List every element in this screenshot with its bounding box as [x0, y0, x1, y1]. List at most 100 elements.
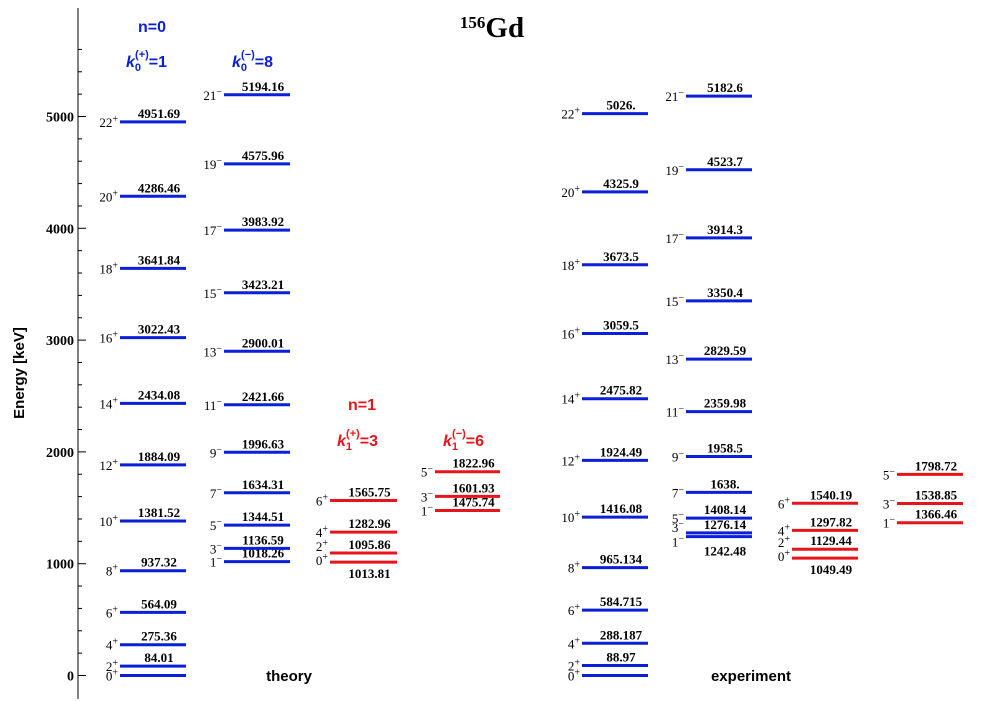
spin-label: 16+ [561, 325, 580, 341]
spin-label: 11− [666, 404, 685, 420]
level-value-label: 1822.96 [452, 456, 495, 471]
level-value-label: 5182.6 [707, 80, 743, 95]
level-value-label: 1798.72 [915, 458, 957, 473]
spin-label: 21− [203, 87, 222, 103]
band-label-eq: =8 [255, 54, 273, 71]
level-value-label: 1344.51 [242, 509, 284, 524]
spin-label: 3− [883, 495, 896, 511]
level-value-label: 1136.59 [242, 532, 284, 547]
spin-label: 3− [421, 488, 434, 504]
y-tick-label: 5000 [46, 111, 74, 126]
level-value-label: 965.134 [600, 552, 643, 567]
level-value-label: 1601.93 [452, 480, 495, 495]
spin-label: 20+ [99, 188, 118, 204]
level-value-label: 4286.46 [138, 180, 181, 195]
level-value-label: 4951.69 [138, 106, 181, 121]
spin-label: 15− [203, 285, 222, 301]
band-label-k: k [232, 54, 242, 71]
spin-label: 21− [665, 88, 684, 104]
level-value-label: 1884.09 [138, 449, 181, 464]
spin-label: 4+ [778, 522, 791, 538]
spin-label: 1− [421, 503, 434, 519]
spin-label: 5− [883, 466, 896, 482]
spin-label: 0+ [568, 668, 581, 684]
level-value-label: 3673.5 [603, 249, 639, 264]
band-label-sub: 1 [452, 441, 458, 453]
spin-label: 1− [672, 534, 685, 550]
spin-label: 14+ [561, 391, 580, 407]
spin-label: 6+ [316, 492, 329, 508]
band-label-k1-plus: k1(+)=3 [337, 428, 378, 453]
level-value-label: 1958.5 [707, 441, 743, 456]
spin-label: 0+ [316, 552, 329, 568]
level-value-label: 1366.46 [915, 507, 958, 522]
level-value-label: 1282.96 [348, 516, 391, 531]
spin-label: 0+ [106, 668, 119, 684]
spin-label: 1− [883, 515, 896, 531]
level-value-label: 5026. [606, 98, 635, 113]
spin-label: 13− [665, 351, 684, 367]
level-value-label: 1996.63 [242, 436, 285, 451]
spin-label: 14+ [99, 395, 118, 411]
level-value-label: 3350.4 [707, 285, 743, 300]
level-value-label: 3022.43 [138, 322, 181, 337]
level-value-label: 2829.59 [704, 343, 747, 358]
level-value-label: 3423.21 [242, 277, 284, 292]
level-value-label: 1638. [710, 476, 739, 491]
level-value-label: 1049.49 [810, 562, 853, 577]
band-label-k1-minus: k1(−)=6 [443, 428, 484, 453]
panel-label-experiment: experiment [711, 668, 791, 685]
y-tick-label: 4000 [46, 222, 74, 237]
level-band: 0+2+88.974+288.1876+584.7158+965.13410+1… [561, 98, 648, 684]
spin-label: 5− [672, 510, 685, 526]
title-mass: 156 [460, 13, 486, 32]
spin-label: 16+ [99, 330, 118, 346]
spin-label: 22+ [99, 114, 118, 130]
level-value-label: 1297.82 [810, 514, 852, 529]
level-band: 0+1013.812+1095.864+1282.966+1565.75 [316, 484, 397, 581]
band-label-eq: =1 [149, 54, 167, 71]
band-label-sup: (+) [346, 428, 360, 440]
level-value-label: 288.187 [600, 627, 643, 642]
spin-label: 22+ [561, 106, 580, 122]
spin-label: 9− [210, 444, 223, 460]
spin-label: 10+ [99, 513, 118, 529]
spin-label: 10+ [561, 509, 580, 525]
spin-label: 2+ [106, 658, 119, 674]
spin-label: 8+ [106, 563, 119, 579]
header-n1: n=1 [348, 397, 376, 414]
spin-label: 7− [672, 484, 685, 500]
spin-label: 0+ [778, 548, 791, 564]
y-tick-label: 0 [67, 670, 74, 685]
band-label-sup: (+) [135, 49, 149, 61]
level-value-label: 1408.14 [704, 502, 747, 517]
level-value-label: 1924.49 [600, 444, 643, 459]
band-label-k: k [443, 433, 453, 450]
spin-label: 1− [210, 554, 223, 570]
level-band: 1−1475.743−1601.935−1822.96 [421, 456, 500, 519]
level-value-label: 4575.96 [242, 148, 285, 163]
level-band: 0+2+84.014+275.366+564.098+937.3210+1381… [99, 106, 186, 684]
level-band: 1−1018.263−1136.595−1344.517−1634.319−19… [203, 79, 290, 570]
spin-label: 6+ [568, 602, 581, 618]
spin-label: 19− [665, 162, 684, 178]
chart-title: 156Gd [460, 12, 524, 44]
spin-label: 12+ [99, 457, 118, 473]
spin-label: 13− [203, 343, 222, 359]
spin-label: 2+ [568, 658, 581, 674]
band-label-sub: 0 [241, 62, 247, 74]
spin-label: 17− [203, 222, 222, 238]
y-tick-label: 3000 [46, 334, 74, 349]
level-band: 1−1366.463−1538.855−1798.72 [883, 458, 963, 531]
band-label-sub: 1 [346, 441, 352, 453]
level-value-label: 84.01 [144, 650, 173, 665]
y-tick-label: 1000 [46, 558, 74, 573]
panel-label-theory: theory [266, 668, 313, 685]
spin-label: 3− [672, 519, 685, 535]
spin-label: 3− [210, 540, 223, 556]
spin-label: 2+ [316, 538, 329, 554]
level-value-label: 2900.01 [242, 335, 284, 350]
level-value-label: 1634.31 [242, 477, 284, 492]
level-value-label: 564.09 [141, 596, 177, 611]
level-value-label: 1416.08 [600, 501, 643, 516]
